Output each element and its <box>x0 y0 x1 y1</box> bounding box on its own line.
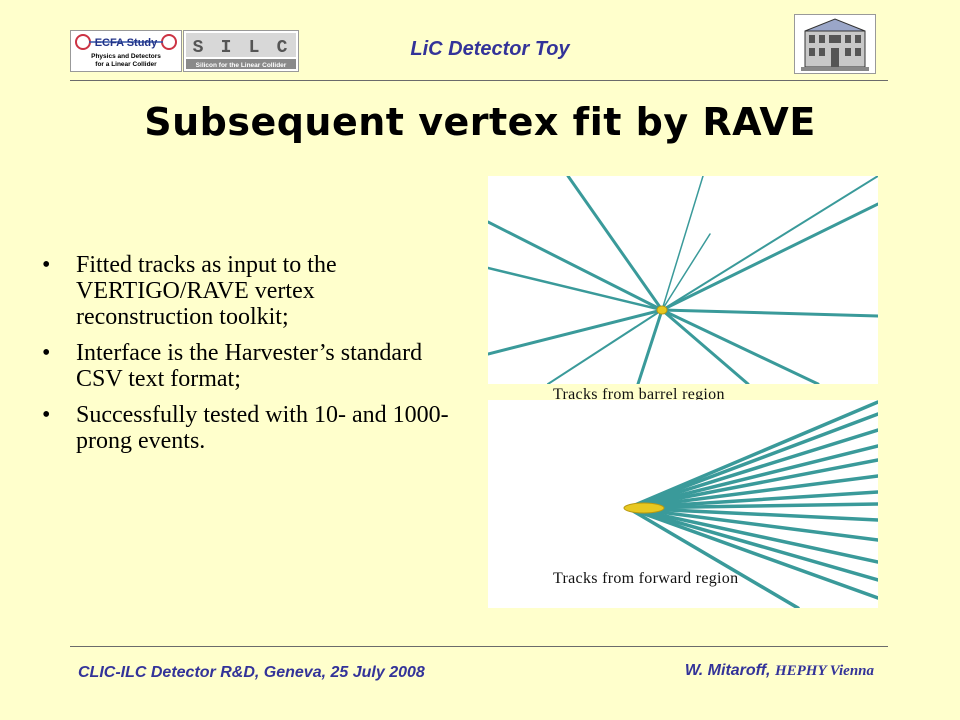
silc-letter: L <box>249 38 260 58</box>
track-line <box>626 506 878 522</box>
track-line <box>566 176 664 312</box>
header-divider <box>70 80 888 81</box>
silc-logo-subtitle: Silicon for the Linear Collider <box>196 62 287 69</box>
ecfa-logo-subtitle-2: for a Linear Collider <box>95 61 157 68</box>
track-line <box>626 506 878 600</box>
barrel-tracks-image <box>488 176 878 384</box>
hephy-building-logo <box>794 14 876 74</box>
bullet-marker: • <box>42 402 51 428</box>
silc-letter: I <box>221 38 232 58</box>
silc-logo: S I L C Silicon for the Linear Collider <box>183 30 299 72</box>
track-line <box>661 176 704 311</box>
header-title: LiC Detector Toy <box>410 38 570 60</box>
bullet-item: • Successfully tested with 10- and 1000-p… <box>40 402 450 454</box>
track-line <box>626 458 878 510</box>
track-line <box>626 400 878 510</box>
track-line <box>626 506 878 542</box>
track-line <box>636 308 664 384</box>
footer-institute: HEPHY Vienna <box>774 663 874 679</box>
track-line <box>626 502 878 510</box>
track-line <box>660 308 750 384</box>
vertex-marker <box>656 305 668 315</box>
track-line <box>626 506 878 564</box>
slide-title: Subsequent vertex fit by RAVE <box>144 100 816 144</box>
bullet-list: • Fitted tracks as input to the VERTIGO/R… <box>40 252 450 464</box>
track-line <box>661 233 711 311</box>
footer-event: CLIC-ILC Detector R&D, Geneva, 25 July 2… <box>78 664 425 681</box>
bullet-text: Successfully tested with 10- and 1000-pr… <box>76 402 449 454</box>
footer-divider <box>70 646 888 647</box>
footer-author-name: W. Mitaroff, <box>684 662 771 679</box>
bullet-item: • Fitted tracks as input to the VERTIGO/R… <box>40 252 450 330</box>
track-lines <box>488 176 878 384</box>
track-line <box>547 309 663 384</box>
track-line <box>488 266 664 312</box>
track-line <box>660 202 878 312</box>
track-line <box>626 412 878 510</box>
silc-letter: S <box>193 38 204 58</box>
footer-author: W. Mitaroff, HEPHY Vienna <box>600 662 874 680</box>
track-line <box>488 220 664 312</box>
ecfa-study-logo: ECFA Study Physics and Detectors for a L… <box>70 30 182 72</box>
track-lines <box>626 400 878 608</box>
forward-tracks-image <box>488 400 878 608</box>
track-line <box>626 490 878 510</box>
track-line <box>626 474 878 510</box>
ecfa-logo-subtitle-1: Physics and Detectors <box>91 53 161 60</box>
track-line <box>488 308 664 356</box>
silc-letter: C <box>277 38 288 58</box>
bullet-text: Fitted tracks as input to the VERTIGO/RA… <box>76 252 337 330</box>
track-line <box>660 308 820 384</box>
track-line <box>626 506 878 582</box>
track-line <box>626 444 878 510</box>
ecfa-logo-name: ECFA Study <box>95 37 158 49</box>
vertex-marker <box>623 502 665 514</box>
track-line <box>626 506 800 608</box>
barrel-caption: Tracks from barrel region <box>553 386 725 403</box>
track-line <box>626 428 878 510</box>
bullet-marker: • <box>42 340 51 366</box>
bullet-text: Interface is the Harvester’s standard CS… <box>76 340 423 392</box>
bullet-item: • Interface is the Harvester’s standard C… <box>40 340 450 392</box>
forward-caption: Tracks from forward region <box>553 570 739 587</box>
bullet-marker: • <box>42 252 51 278</box>
track-line <box>660 308 878 318</box>
track-line <box>661 176 878 311</box>
